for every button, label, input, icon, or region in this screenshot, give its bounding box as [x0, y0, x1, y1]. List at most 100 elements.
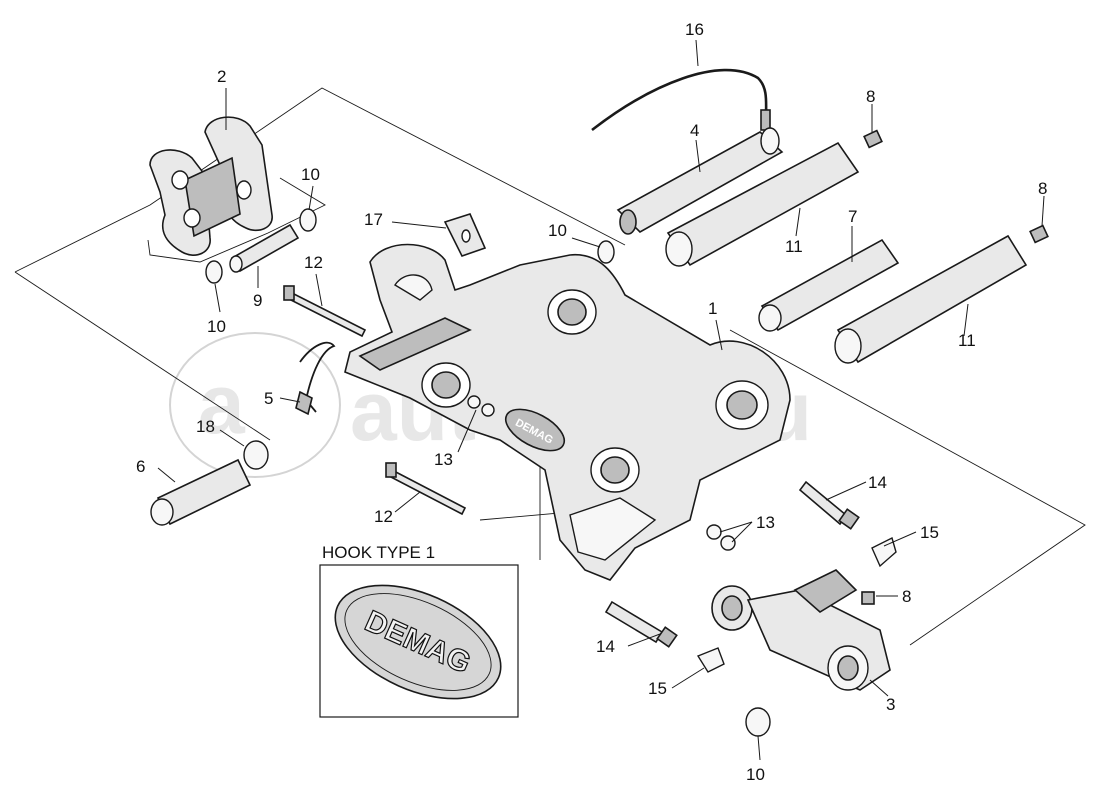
- callout-8b: 8: [1038, 179, 1047, 198]
- leader-5: [279, 397, 301, 403]
- nut-13-c: [706, 524, 722, 540]
- leader-11b: [963, 303, 969, 337]
- cable-fitting: [760, 109, 771, 131]
- guide-box-pin: [147, 177, 326, 263]
- bolt-12-upper-head: [283, 285, 295, 301]
- cable-line: [591, 68, 768, 132]
- pin-6-end: [150, 498, 174, 526]
- leader-15a: [883, 531, 917, 547]
- cylinder-3-end-bore: [837, 655, 859, 681]
- leader-14b: [627, 633, 661, 647]
- callout-10a: 10: [301, 165, 320, 184]
- callout-14a: 14: [868, 473, 887, 492]
- leader-14a: [825, 481, 867, 501]
- inset-badge: DEMAG: [334, 584, 502, 700]
- nipple-8-right: [1029, 224, 1049, 244]
- boss-upper-bore: [557, 298, 587, 326]
- callout-15b: 15: [648, 679, 667, 698]
- link-hole-1: [171, 170, 189, 190]
- boss-right-bore: [726, 390, 758, 420]
- leader-4: [695, 139, 701, 173]
- part-4-cylinder: [616, 127, 784, 235]
- pin-9-end: [229, 255, 243, 273]
- nut-13-b: [481, 403, 495, 417]
- inset-title: HOOK TYPE 1: [322, 543, 435, 562]
- callout-9: 9: [253, 291, 262, 310]
- bolt-12-lower-head: [385, 462, 397, 478]
- leader-15b: [671, 667, 705, 689]
- part-16-cable: [591, 68, 771, 132]
- inset-frame: [319, 564, 519, 718]
- callout-17: 17: [364, 210, 383, 229]
- ring-10-bottom: [745, 707, 771, 737]
- callout-7: 7: [848, 207, 857, 226]
- sleeve-11-upper-end: [665, 231, 693, 267]
- callout-16: 16: [685, 20, 704, 39]
- leader-12b: [394, 491, 421, 513]
- ring-10-upper: [299, 208, 317, 232]
- bolt-12-upper: [285, 290, 367, 338]
- callout-5: 5: [264, 389, 273, 408]
- leader-17: [391, 221, 447, 229]
- callout-11a: 11: [785, 237, 803, 256]
- boss-left-bore: [431, 371, 461, 399]
- callout-14b: 14: [596, 637, 615, 656]
- sleeve-11-lower-end: [834, 328, 862, 364]
- hose-14-lower: [604, 600, 664, 644]
- callout-13b: 13: [756, 513, 775, 532]
- leader-10b: [214, 283, 221, 313]
- callout-numbers: 2 10 10 10 10 9 12 12 5 18 6 13 13 17 16…: [136, 20, 1047, 784]
- leader-8b: [1041, 195, 1045, 227]
- guide-line-top: [14, 87, 626, 273]
- callout-12a: 12: [304, 253, 323, 272]
- hook-mouth: [394, 274, 433, 301]
- part-12-bolts: [283, 285, 467, 516]
- callout-6: 6: [136, 457, 145, 476]
- cylinder-4-cap: [760, 127, 780, 155]
- ring-10-left: [205, 260, 223, 284]
- hook-lock-bar: [358, 317, 472, 371]
- callout-2: 2: [217, 67, 226, 86]
- nipple-8-lower: [861, 591, 875, 605]
- part-6-pin: [150, 458, 252, 526]
- badge-oval: [504, 408, 566, 452]
- callout-11b: 11: [958, 331, 976, 350]
- ring-10-center: [597, 240, 615, 264]
- leader-18: [219, 429, 245, 447]
- hook-brand-badge: DEMAG: [504, 408, 566, 452]
- hose-14-upper-fitting: [838, 508, 860, 530]
- link-hole-3: [236, 180, 252, 200]
- guide-line-right: [729, 329, 1086, 646]
- inset-hook-type-1: HOOK TYPE 1 DEMAG: [319, 543, 519, 718]
- leader-lines: [157, 39, 1045, 761]
- leader-16: [695, 39, 699, 67]
- leader-11a: [795, 207, 801, 237]
- leader-13a: [457, 409, 477, 453]
- callout-8c: 8: [902, 587, 911, 606]
- callout-13a: 13: [434, 450, 453, 469]
- callout-12b: 12: [374, 507, 393, 526]
- leader-1: [715, 319, 723, 351]
- link-hole-2: [183, 208, 201, 228]
- clip-tab: [295, 390, 313, 416]
- hose-14-lower-fitting: [656, 626, 678, 648]
- part-2-link-bracket: [149, 116, 273, 256]
- part-13-nuts: [467, 395, 736, 551]
- callout-10c: 10: [548, 221, 567, 240]
- leader-13b2: [731, 521, 753, 543]
- inset-badge-rim: [344, 593, 492, 691]
- cylinder-4-rod-end: [619, 209, 637, 235]
- nipple-8-upper: [863, 129, 883, 149]
- leader-10c: [571, 237, 601, 248]
- inset-badge-oval: [334, 584, 502, 700]
- clip-wire: [299, 341, 336, 413]
- guide-line-left: [14, 271, 271, 441]
- part-9-pin: [229, 223, 300, 273]
- part-3-hydraulic-cylinder: [711, 569, 891, 691]
- leader-3: [869, 679, 889, 697]
- elbow-15-lower: [696, 647, 725, 673]
- leader-10a: [308, 185, 314, 211]
- hose-14-upper: [798, 480, 848, 526]
